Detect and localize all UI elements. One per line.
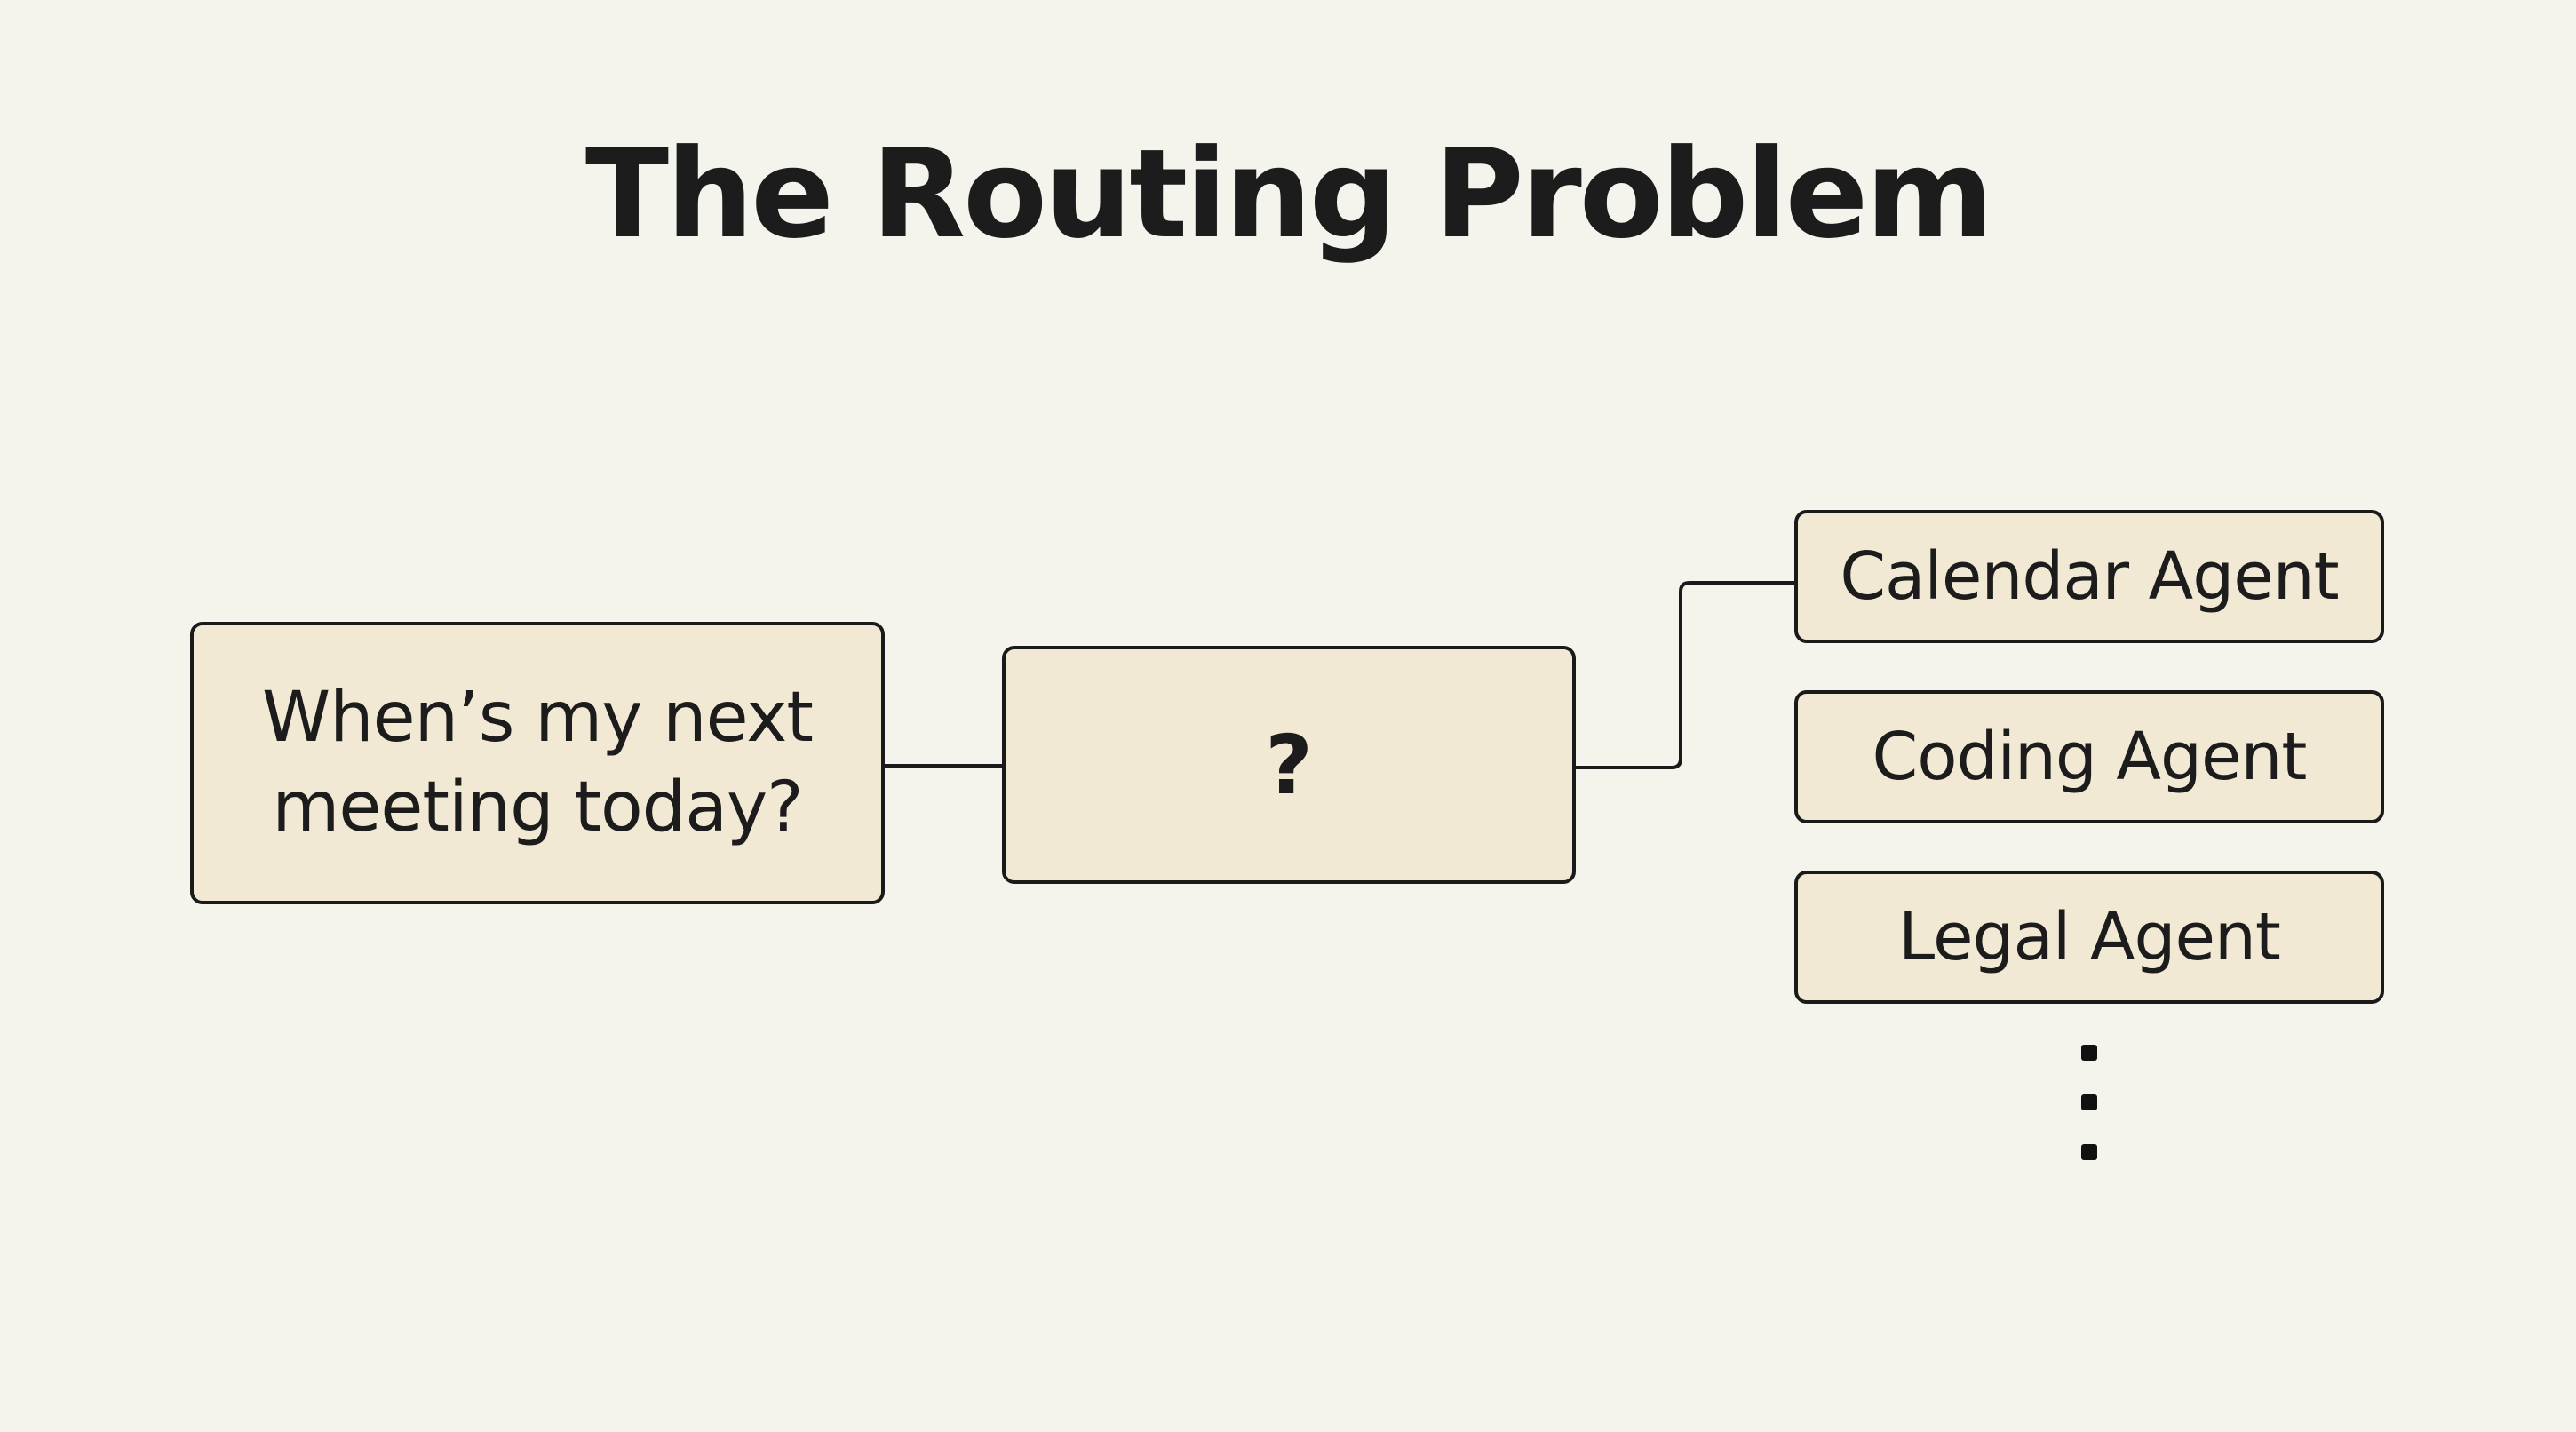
calendar-agent-box: Calendar Agent [1794,510,2384,643]
user-query-text: When’s my next meeting today? [262,677,814,847]
ellipsis-dot [2081,1094,2097,1110]
diagram-title: The Routing Problem [584,123,1993,266]
ellipsis-dot [2081,1144,2097,1160]
connector-router-to-calendar-agent [1576,581,1794,769]
router-box: ? [1002,646,1576,884]
vertical-ellipsis-icon [2075,1045,2103,1169]
legal-agent-label: Legal Agent [1898,899,2281,975]
legal-agent-box: Legal Agent [1794,871,2384,1004]
ellipsis-dot [2081,1045,2097,1061]
calendar-agent-label: Calendar Agent [1840,538,2339,615]
user-query-box: When’s my next meeting today? [190,622,885,904]
coding-agent-box: Coding Agent [1794,690,2384,823]
router-question-mark: ? [1265,717,1313,813]
coding-agent-label: Coding Agent [1872,719,2308,795]
